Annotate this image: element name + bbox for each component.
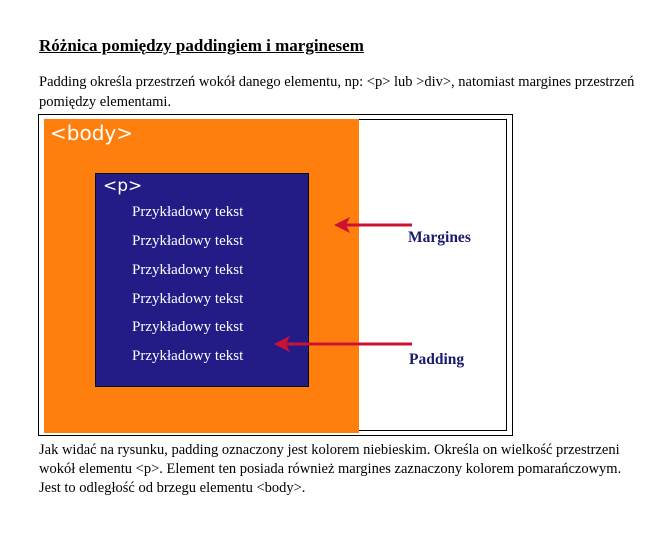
sample-text-line: Przykładowy tekst — [132, 319, 244, 335]
p-element-box: <p> Przykładowy tekst Przykładowy tekst … — [95, 173, 309, 387]
body-element-box: <body> <p> Przykładowy tekst Przykładowy… — [44, 119, 359, 433]
page-title: Różnica pomiędzy paddingiem i marginesem — [39, 36, 364, 55]
p-tag-label: <p> — [103, 176, 143, 196]
intro-paragraph: Padding określa przestrzeń wokół danego … — [39, 74, 635, 110]
sample-text-line: Przykładowy tekst — [132, 204, 244, 220]
sample-text-line: Przykładowy tekst — [132, 262, 244, 278]
body-tag-label: <body> — [50, 121, 133, 145]
explanation-paragraph: Jak widać na rysunku, padding oznaczony … — [39, 442, 622, 496]
sample-text-line: Przykładowy tekst — [132, 348, 244, 364]
sample-text-line: Przykładowy tekst — [132, 233, 244, 249]
sample-text-line: Przykładowy tekst — [132, 291, 244, 307]
margines-callout-label: Margines — [408, 229, 471, 246]
padding-callout-label: Padding — [409, 351, 465, 368]
